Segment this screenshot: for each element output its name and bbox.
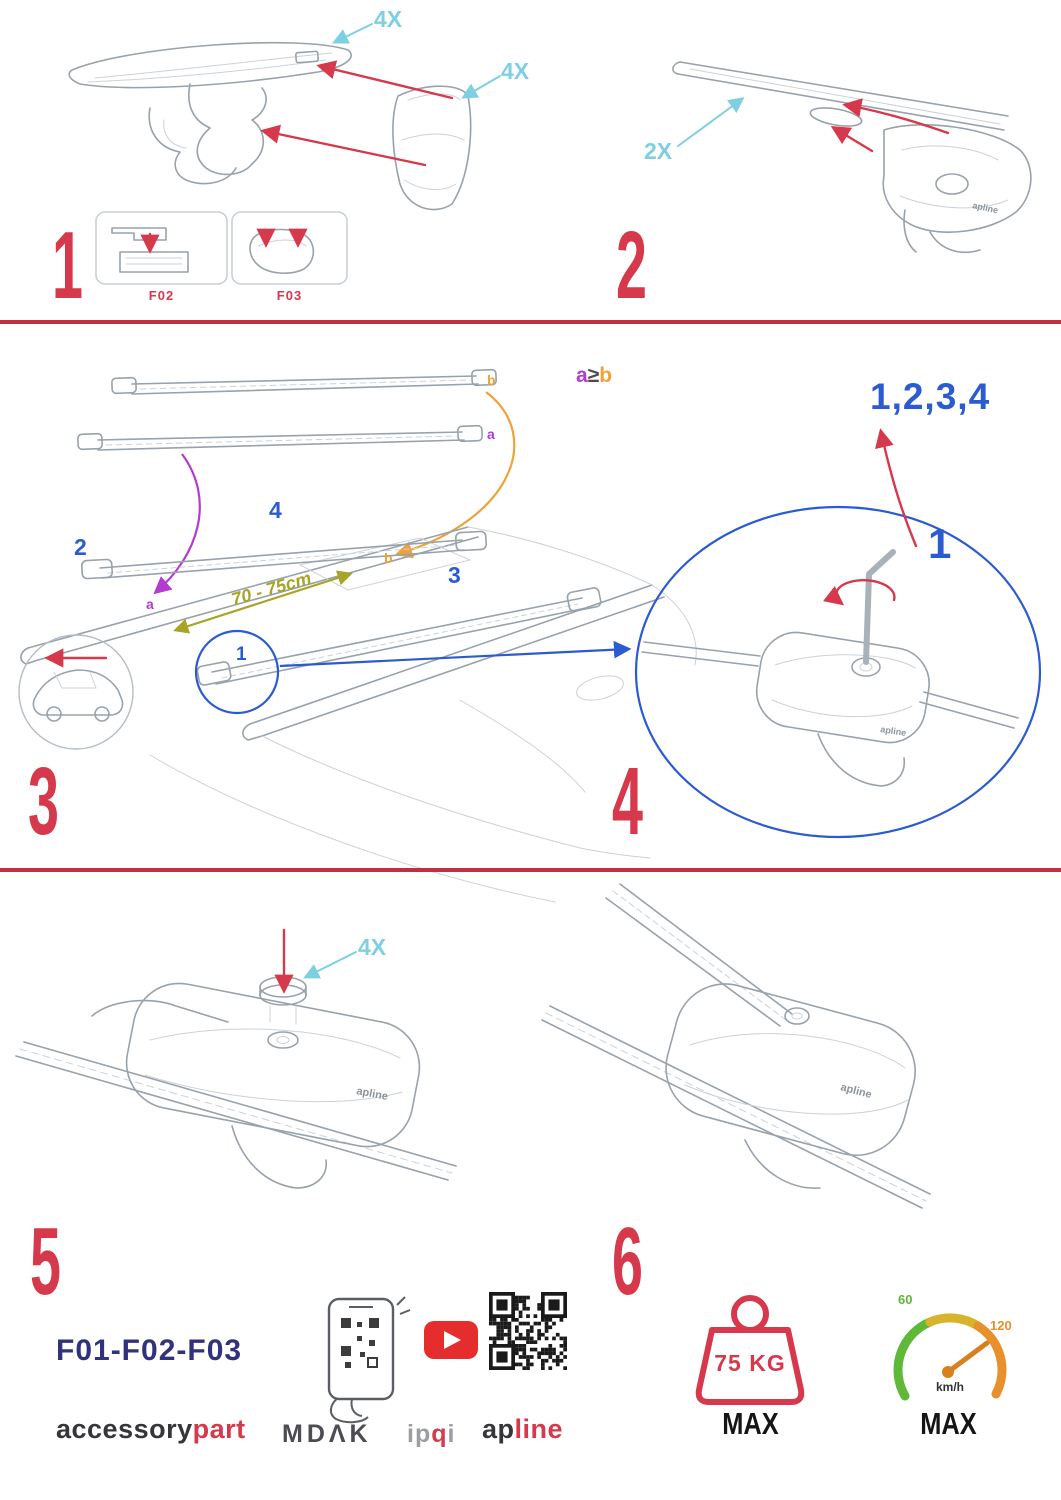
speed-unit-label: km/h: [935, 1380, 964, 1394]
apline-logo-line: line: [514, 1414, 564, 1444]
max-weight-label: MAX: [700, 1406, 800, 1442]
step2-drawing: apline: [672, 61, 1032, 254]
loose-bar-a-label: a: [487, 426, 495, 442]
max-weight-value: 75 KG: [714, 1350, 786, 1376]
step1-qty-bar-label: 4X: [374, 6, 403, 32]
roof-bar-label-1: 1: [236, 644, 247, 665]
sequence-start-label: 1: [928, 520, 952, 567]
weight-limit-icon: [695, 1295, 805, 1405]
max-weight-text: MAX: [721, 1406, 779, 1441]
step2-qty-label: 2X: [644, 138, 673, 164]
part-code-f02: F02: [148, 288, 175, 303]
qr-code: [489, 1292, 568, 1371]
phone-scan-icon: [327, 1296, 411, 1424]
rule-operator: ≥: [587, 364, 600, 387]
step3-drawing: [18, 368, 697, 903]
accessorypart-logo-part: part: [192, 1414, 246, 1444]
speed-high-label: 120: [990, 1318, 1012, 1333]
tighten-sequence-label: 1,2,3,4: [870, 376, 991, 417]
step5-number: 5: [30, 1208, 61, 1315]
step4-number: 4: [612, 748, 643, 855]
step3-number: 3: [28, 748, 59, 855]
length-rule: a≥b: [576, 364, 612, 388]
rule-a: a: [576, 364, 588, 387]
step1-qty-cover-label: 4X: [501, 58, 530, 84]
step1-number: 1: [52, 212, 83, 319]
step5-right-drawing: apline: [541, 883, 931, 1209]
step4-drawing: apline: [634, 428, 1042, 839]
accessorypart-logo-accessory: accessory: [56, 1414, 193, 1444]
step1-drawing: [68, 23, 501, 285]
step2-number: 2: [616, 212, 647, 319]
part-code-f03: F03: [276, 288, 303, 303]
mdak-logo: MDΛK: [282, 1420, 372, 1448]
max-speed-label: MAX: [898, 1406, 998, 1442]
roof-b-label: b: [384, 550, 393, 566]
speed-low-label: 60: [898, 1292, 913, 1307]
apline-logo-text: apline: [355, 1085, 389, 1103]
step5-qty-label: 4X: [358, 934, 387, 960]
apline-logo-text: apline: [972, 200, 1000, 215]
accessorypart-logo: accessorypart: [56, 1414, 246, 1445]
ipqi-logo-ip: ip: [407, 1420, 432, 1448]
roof-bar-label-4: 4: [269, 497, 282, 523]
speedometer-icon: [893, 1313, 1007, 1401]
youtube-icon: [424, 1321, 478, 1359]
section-divider-bottom: [0, 868, 1061, 872]
loose-bar-b-label: b: [487, 372, 496, 388]
apline-logo-text: apline: [839, 1081, 873, 1101]
max-speed-text: MAX: [919, 1406, 977, 1441]
apline-logo-ap: ap: [482, 1414, 515, 1444]
model-codes: F01-F02-F03: [56, 1334, 243, 1367]
rule-b: b: [599, 364, 613, 387]
apline-logo: apline: [482, 1414, 563, 1445]
ipqi-logo: ipqi: [407, 1420, 455, 1449]
roof-a-label: a: [146, 596, 154, 612]
roof-bar-label-2: 2: [74, 534, 87, 560]
ipqi-logo-q: q: [431, 1420, 448, 1448]
roof-bar-label-3: 3: [448, 562, 461, 588]
apline-logo-text: apline: [880, 724, 907, 738]
section-divider-top: [0, 320, 1061, 324]
step6-number: 6: [612, 1208, 643, 1315]
ipqi-logo-i: i: [447, 1420, 456, 1448]
step5-left-drawing: apline: [15, 928, 457, 1189]
